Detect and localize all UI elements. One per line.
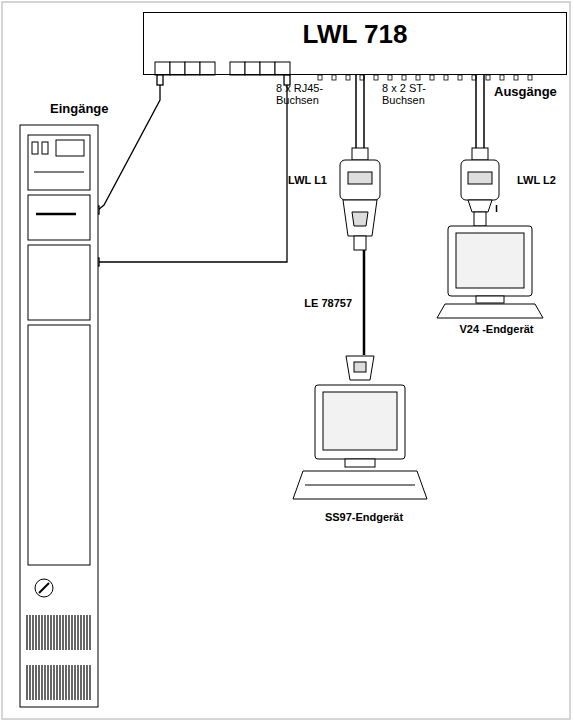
st-socket <box>444 75 448 80</box>
section-heading: Eingänge <box>50 101 130 116</box>
port-note: 8 x 2 ST- Buchsen <box>382 82 442 106</box>
device-box: LWL 718 <box>143 12 567 75</box>
cable-line <box>483 75 485 148</box>
cable-line <box>475 75 477 148</box>
cable <box>364 250 365 355</box>
st-socket <box>318 75 322 80</box>
converter: LWL L2 <box>455 148 505 205</box>
cable-line <box>363 250 366 355</box>
part-label: LWL L1 <box>288 174 327 186</box>
rj45-socket <box>185 62 200 75</box>
rj45-socket <box>245 62 260 75</box>
terminal: SS97-Endgerät <box>300 355 428 525</box>
cable <box>476 75 484 148</box>
section-heading: Ausgänge <box>494 84 569 99</box>
part-label: LWL L2 <box>517 174 556 186</box>
converter-l2 <box>461 148 499 226</box>
cable-label: LE 78757 <box>302 297 354 309</box>
st-socket <box>486 75 490 80</box>
input-cables <box>92 75 290 266</box>
part-label: V24 -Endgerät <box>440 323 553 335</box>
st-socket <box>388 75 392 80</box>
st-socket <box>514 75 518 80</box>
pc-tower <box>20 125 98 707</box>
st-socket <box>346 75 350 80</box>
st-socket <box>332 75 336 80</box>
st-socket <box>430 75 434 80</box>
st-socket <box>374 75 378 80</box>
terminal-ss97 <box>293 356 427 499</box>
converter: LWL L1 <box>335 148 385 250</box>
rj45-socket <box>275 62 290 75</box>
rj45-socket <box>155 62 170 75</box>
rj45-sockets <box>155 62 290 75</box>
st-sockets <box>318 75 532 80</box>
cable-line <box>496 205 498 212</box>
cable-line <box>363 75 365 148</box>
st-socket <box>416 75 420 80</box>
st-socket <box>500 75 504 80</box>
st-socket <box>528 75 532 80</box>
st-socket <box>402 75 406 80</box>
cable-line <box>355 75 357 148</box>
converter-l1 <box>340 148 380 250</box>
rj45-socket <box>200 62 215 75</box>
terminal-v24 <box>437 226 543 318</box>
port-note: 8 x RJ45- Buchsen <box>276 82 340 106</box>
cable <box>496 205 497 212</box>
device-title: LWL 718 <box>144 19 566 50</box>
rj45-socket <box>230 62 245 75</box>
rj45-socket <box>260 62 275 75</box>
cable <box>356 75 364 148</box>
rj45-socket <box>170 62 185 75</box>
terminal: V24 -Endgerät <box>440 212 553 337</box>
part-label: SS97-Endgerät <box>300 511 428 523</box>
st-socket <box>458 75 462 80</box>
